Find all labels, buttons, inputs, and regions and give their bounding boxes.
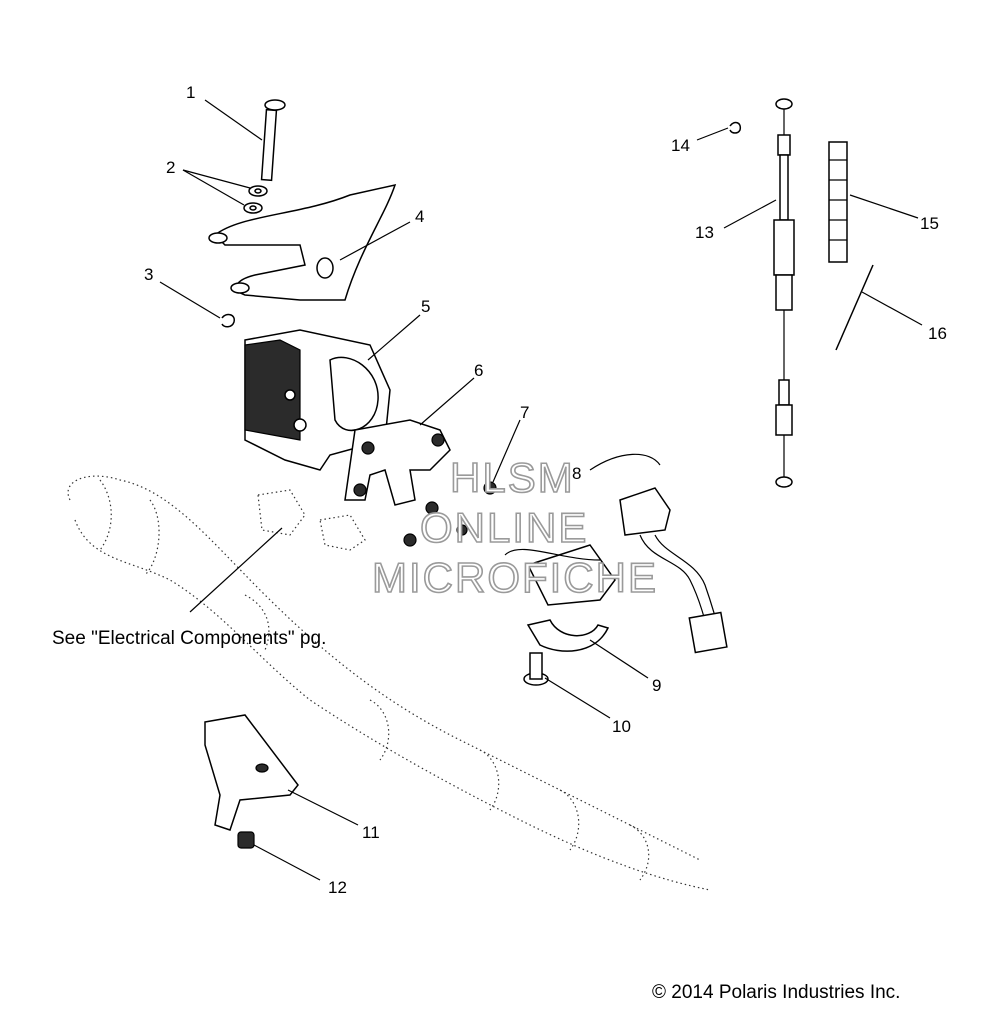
part-4-bracket — [208, 183, 397, 301]
callout-3: 3 — [144, 265, 153, 284]
part-6-plate — [344, 419, 451, 506]
part-8-switch-harness — [504, 453, 728, 654]
callout-6: 6 — [474, 361, 483, 380]
part-11-holder — [204, 714, 299, 831]
leader-lines — [159, 99, 923, 881]
callout-14: 14 — [671, 136, 690, 155]
part-12-set-screw — [237, 831, 255, 849]
copyright-text: © 2014 Polaris Industries Inc. — [652, 982, 900, 1003]
callout-9: 9 — [652, 676, 661, 695]
part-13-cable — [773, 98, 795, 488]
callout-4: 4 — [415, 207, 424, 226]
part-3-clip — [221, 313, 235, 328]
callout-15: 15 — [920, 214, 939, 233]
part-16-rod — [835, 264, 874, 351]
callout-13: 13 — [695, 223, 714, 242]
watermark-line-1: HLSM — [450, 454, 575, 501]
callout-16: 16 — [928, 324, 947, 343]
callout-2: 2 — [166, 158, 175, 177]
callout-11: 11 — [362, 823, 380, 842]
callout-7: 7 — [520, 403, 529, 422]
watermark-line-2: ONLINE — [420, 504, 588, 551]
electrical-connector-outline — [257, 489, 366, 551]
part-5-housing — [244, 329, 391, 471]
part-9-clamp — [526, 619, 610, 652]
part-7-screws — [403, 481, 497, 547]
part-14-clip — [729, 121, 742, 134]
callout-1: 1 — [186, 83, 195, 102]
callout-10: 10 — [612, 717, 631, 736]
handlebar-tube — [67, 475, 711, 891]
part-1-pin — [260, 99, 286, 182]
callout-8: 8 — [572, 464, 581, 483]
part-2-washers — [243, 185, 268, 214]
callout-5: 5 — [421, 297, 430, 316]
electrical-components-note: See "Electrical Components" pg. — [52, 628, 326, 649]
callout-12: 12 — [328, 878, 347, 897]
watermark-line-3: MICROFICHE — [372, 554, 658, 601]
part-10-bolt — [523, 652, 549, 686]
part-15-sleeve — [828, 141, 848, 263]
